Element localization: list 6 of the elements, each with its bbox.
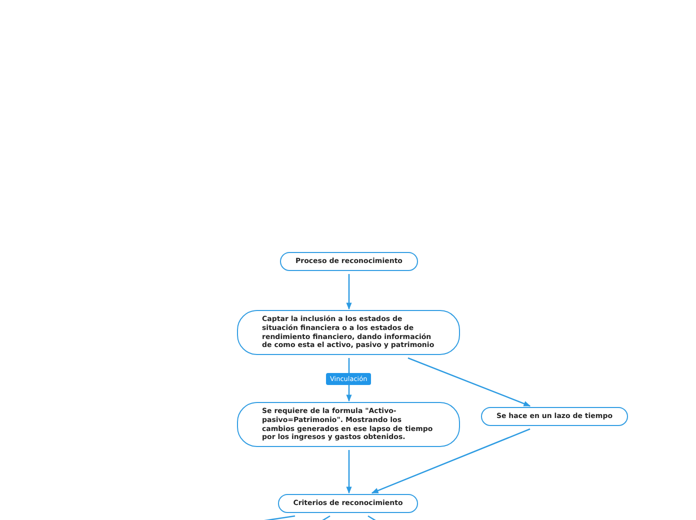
arrow bbox=[408, 357, 531, 407]
connector-line bbox=[320, 515, 330, 520]
arrow bbox=[346, 450, 352, 494]
connector-line bbox=[368, 515, 378, 520]
arrow bbox=[346, 274, 352, 310]
arrow bbox=[371, 428, 530, 494]
